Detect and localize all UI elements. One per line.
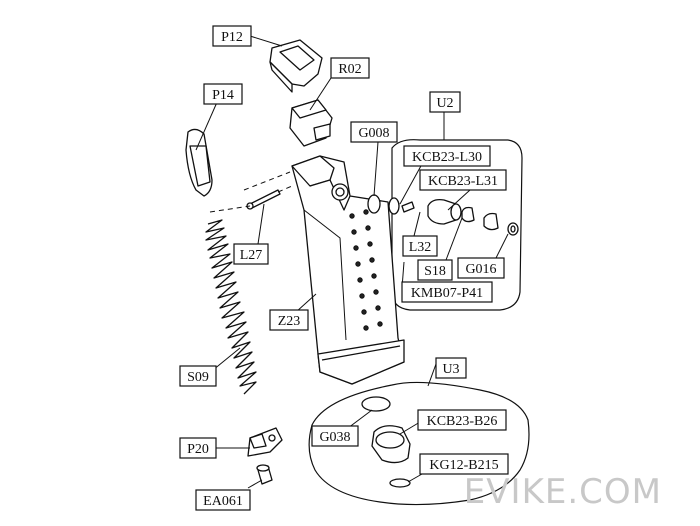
svg-text:KCB23-B26: KCB23-B26 [427, 414, 498, 429]
svg-text:KCB23-L31: KCB23-L31 [428, 174, 498, 189]
label-p14: P14 [203, 83, 243, 105]
svg-text:KG12-B215: KG12-B215 [429, 458, 498, 473]
label-g008: G008 [350, 121, 398, 143]
label-p12: P12 [212, 25, 252, 47]
label-kmb07-p41: KMB07-P41 [401, 281, 493, 303]
label-u3: U3 [435, 357, 467, 379]
u2-group-outline [391, 139, 523, 311]
svg-text:G038: G038 [319, 430, 350, 445]
svg-text:KMB07-P41: KMB07-P41 [411, 286, 483, 301]
l27-pin [209, 171, 293, 213]
svg-text:P12: P12 [221, 30, 243, 45]
g038-oring [361, 396, 391, 412]
label-p20: P20 [179, 437, 217, 459]
svg-text:G008: G008 [358, 126, 389, 141]
u3-base-parts [361, 396, 411, 488]
label-g038: G038 [311, 425, 359, 447]
label-r02: R02 [330, 57, 370, 79]
s09-spring [205, 219, 257, 395]
svg-text:P20: P20 [187, 442, 209, 457]
svg-text:EA061: EA061 [203, 494, 243, 509]
label-l32: L32 [402, 235, 438, 257]
p14-part [185, 128, 213, 197]
svg-text:KCB23-L30: KCB23-L30 [412, 150, 482, 165]
z23-magazine-body [291, 155, 405, 385]
svg-text:P14: P14 [212, 88, 234, 103]
label-u2: U2 [429, 91, 461, 113]
svg-text:S18: S18 [424, 264, 446, 279]
z23-witness-holes [349, 209, 383, 331]
label-kcb23-l31: KCB23-L31 [419, 169, 507, 191]
svg-text:U2: U2 [436, 96, 453, 111]
label-kg12-b215: KG12-B215 [419, 453, 509, 475]
label-s09: S09 [179, 365, 217, 387]
label-s18: S18 [417, 259, 453, 281]
label-l27: L27 [233, 243, 269, 265]
r02-part [289, 99, 333, 147]
svg-text:L27: L27 [240, 248, 263, 263]
label-kcb23-b26: KCB23-B26 [417, 409, 507, 431]
p20-part [247, 427, 283, 457]
svg-text:G016: G016 [465, 262, 496, 277]
svg-text:L32: L32 [409, 240, 432, 255]
g008-oring [367, 194, 381, 214]
u2-valve-parts [388, 197, 519, 236]
svg-text:R02: R02 [338, 62, 361, 77]
leader-lines [195, 35, 509, 489]
svg-text:U3: U3 [442, 362, 459, 377]
p12-part [269, 39, 323, 93]
label-kcb23-l30: KCB23-L30 [403, 145, 491, 167]
label-g016: G016 [457, 257, 505, 279]
ea061-screw [256, 464, 273, 485]
label-z23: Z23 [269, 309, 309, 331]
label-ea061: EA061 [195, 489, 251, 511]
u3-group-outline [308, 381, 530, 506]
svg-text:S09: S09 [187, 370, 209, 385]
svg-text:Z23: Z23 [278, 314, 301, 329]
evike-watermark: EVIKE.COM [464, 472, 662, 512]
